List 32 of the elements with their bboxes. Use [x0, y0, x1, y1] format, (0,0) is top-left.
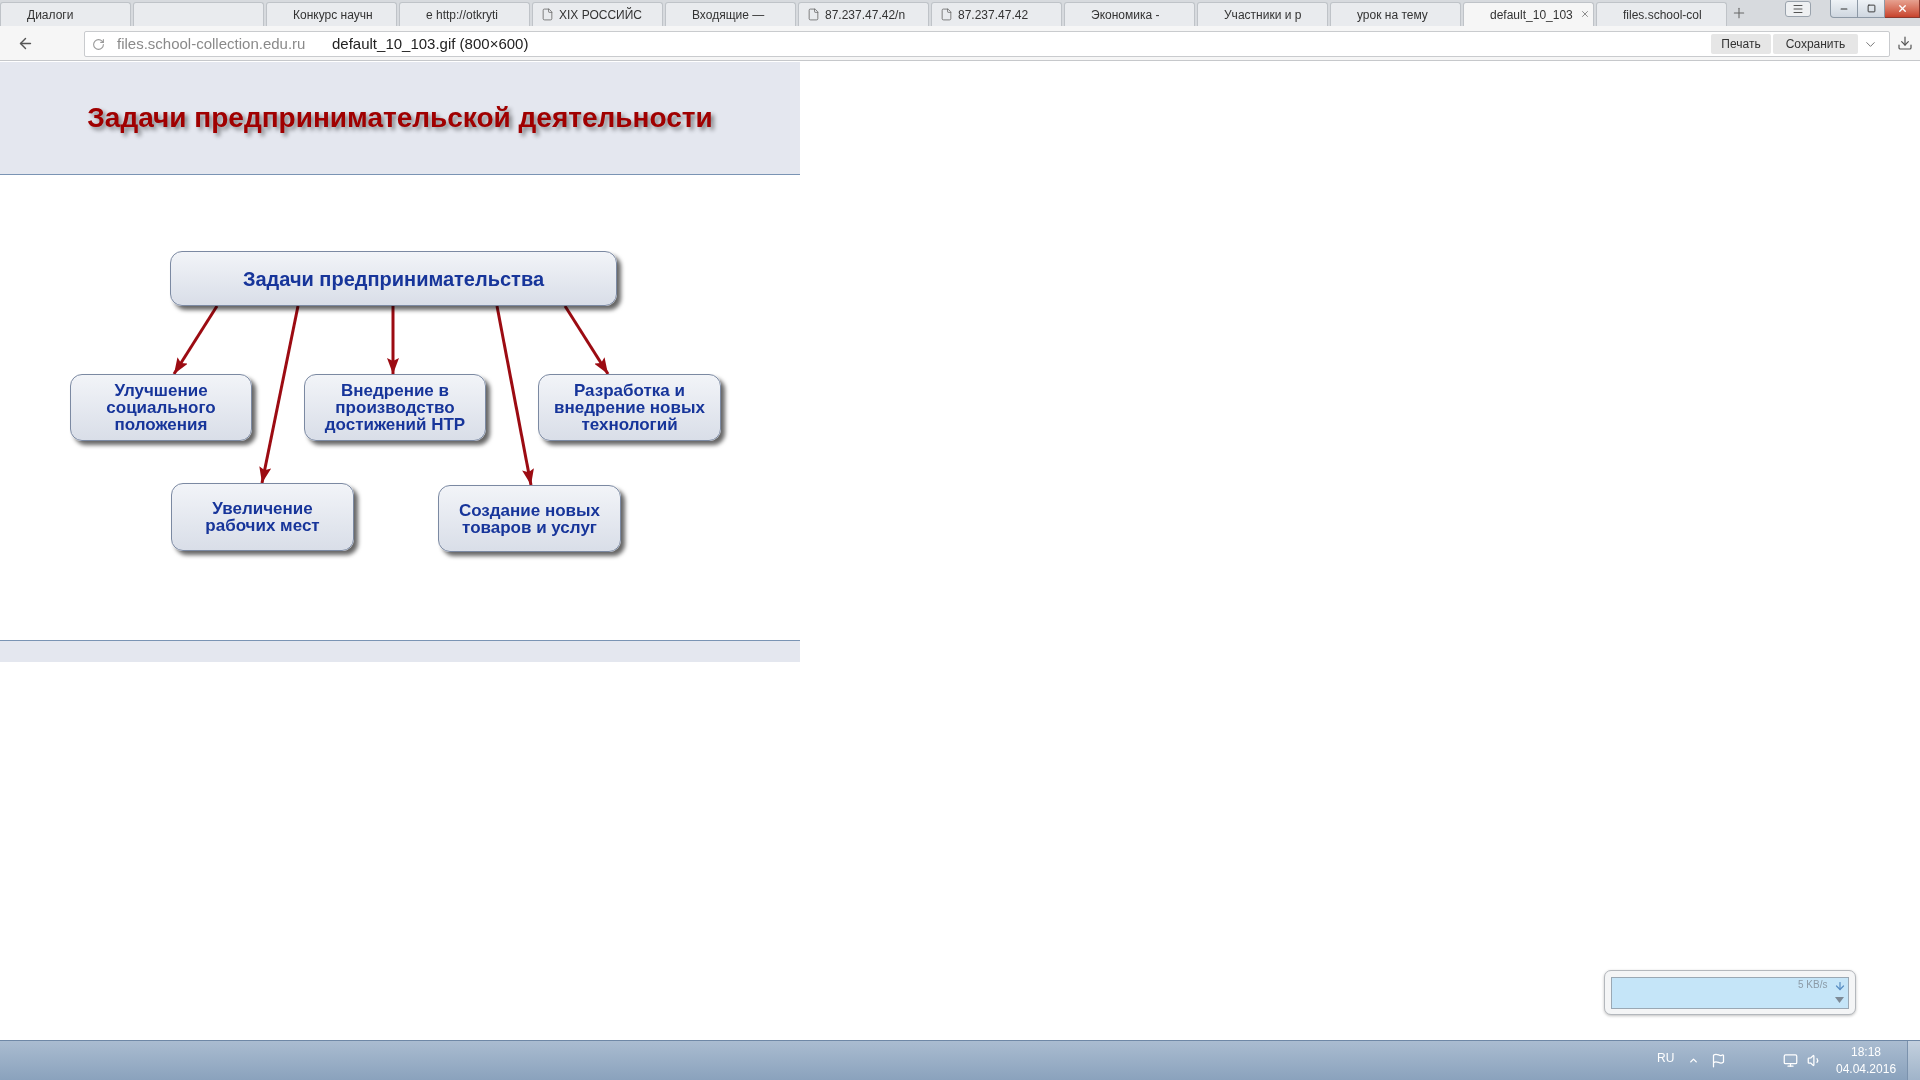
url-path: default_10_103.gif (800×600): [332, 35, 529, 53]
process-box: Увеличение рабочих мест: [171, 483, 354, 551]
url-domain: files.school-collection.edu.ru: [117, 35, 306, 53]
process-box: Создание новых товаров и услуг: [438, 485, 621, 552]
arrow: [387, 306, 399, 374]
language-indicator: RU: [1657, 1051, 1675, 1065]
browser-tab: XIX РОССИЙС: [532, 2, 663, 26]
clock-time: 18:18: [1851, 1045, 1882, 1059]
process-box: Внедрение в производство достижений НТР: [304, 374, 486, 441]
arrow: [495, 305, 534, 486]
browser-tab: 87.237.47.42/n: [798, 2, 929, 26]
root-box: Задачи предпринимательства: [170, 251, 617, 306]
arrow: [259, 305, 300, 484]
browser-tab: урок на тему: [1330, 2, 1461, 26]
browser-tab: Входящие —: [665, 2, 796, 26]
process-box: Разработка и внедрение новых технологий: [538, 374, 721, 441]
arrow: [563, 305, 610, 375]
browser-tab: Конкурс научн: [266, 2, 397, 26]
browser-tab: Участники и р: [1197, 2, 1328, 26]
speed-text: 5 KB/s: [1798, 979, 1828, 991]
clock-date: 04.04.2016: [1836, 1062, 1897, 1076]
browser-tab: Диалоги: [0, 2, 131, 26]
browser-tab: e http://otkryti: [399, 2, 530, 26]
browser-tab: Экономика -: [1064, 2, 1195, 26]
browser-tab: files.school-col: [1596, 2, 1727, 26]
toolbar-button: Печать: [1711, 34, 1771, 54]
toolbar-button: Сохранить: [1773, 34, 1858, 54]
browser-tab: 87.237.47.42: [931, 2, 1062, 26]
process-box: Улучшение социального положения: [70, 374, 252, 441]
active-tab: default_10_103: [1463, 2, 1594, 26]
title: Задачи предпринимательской деятельности: [87, 101, 713, 135]
arrow: [172, 305, 219, 375]
